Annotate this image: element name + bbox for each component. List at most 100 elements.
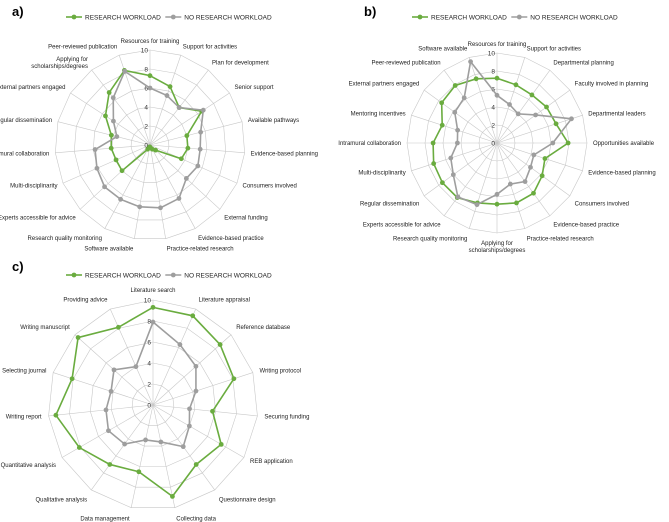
panel-letter: a)	[12, 4, 24, 19]
data-point	[193, 462, 199, 467]
grid-spoke	[443, 70, 498, 144]
data-point	[528, 164, 533, 170]
grid-spoke	[496, 70, 551, 144]
grid-spoke	[55, 144, 151, 154]
axis-label: Peer-reviewed publication	[372, 60, 441, 66]
axis-label: External partners engaged	[0, 85, 65, 91]
axis-label: Resources for training	[468, 42, 527, 48]
data-point	[133, 364, 139, 370]
data-point	[150, 319, 156, 325]
data-point	[108, 145, 114, 151]
data-point	[143, 437, 148, 443]
axis-label: Consumers involved	[575, 201, 629, 207]
series-line-no-research	[94, 70, 205, 209]
grid-spoke	[152, 372, 253, 406]
axis-label: Regular dissemination	[360, 201, 419, 207]
axis-label: Writing report	[6, 415, 42, 421]
data-point	[75, 335, 81, 340]
data-point	[494, 201, 500, 207]
data-point	[53, 412, 59, 418]
grid-spoke	[48, 404, 154, 417]
axis-label: Evidence-based planning	[588, 171, 655, 177]
axis-label: Multi-disciplinarity	[10, 184, 57, 190]
data-point	[122, 68, 128, 74]
data-point	[167, 84, 173, 89]
grid-spoke	[149, 144, 245, 154]
data-point	[544, 104, 549, 110]
data-point	[111, 367, 117, 373]
grid-ring	[130, 125, 170, 165]
axis-label: Evidence-based planning	[251, 151, 318, 157]
grid-spoke	[62, 144, 151, 184]
data-point	[231, 376, 237, 382]
axis-label: Consumers involved	[242, 184, 296, 190]
axis-label: Mentoring incentives	[351, 111, 406, 117]
data-point	[116, 324, 121, 330]
grid-spoke	[130, 404, 154, 508]
grid-spoke	[496, 89, 570, 144]
data-point	[136, 469, 142, 475]
grid-ring	[48, 299, 258, 509]
tick-label: 0	[144, 143, 148, 150]
axis-label: Literature search	[130, 288, 175, 294]
data-point	[111, 118, 116, 124]
grid-spoke	[53, 372, 154, 406]
data-point	[452, 83, 458, 88]
tick-label: 4	[144, 105, 148, 112]
grid-ring	[90, 341, 216, 467]
data-point	[180, 444, 186, 450]
panel-letter: c)	[12, 259, 24, 274]
data-point	[539, 173, 545, 179]
data-point	[455, 140, 460, 146]
tick-label: 2	[147, 382, 151, 389]
data-point	[145, 146, 151, 152]
grid-spoke	[149, 144, 166, 239]
axis-label: Practice-related research	[167, 247, 234, 253]
axis-label: Software available	[418, 47, 468, 53]
axis-label: Regular dissemination	[0, 118, 52, 124]
data-point	[218, 441, 224, 447]
data-point	[177, 342, 183, 347]
grid-spoke	[110, 308, 154, 406]
data-point	[507, 102, 512, 107]
data-point	[430, 140, 436, 146]
legend-entry: RESEARCH WORKLOAD	[431, 14, 507, 21]
data-point	[494, 191, 500, 197]
axis-label: Reference database	[236, 325, 291, 331]
data-point	[533, 112, 538, 118]
tick-label: 6	[147, 340, 151, 347]
data-point	[193, 388, 199, 394]
data-point	[107, 462, 113, 467]
data-point	[529, 92, 535, 98]
axis-label: Support for activities	[183, 44, 237, 50]
data-point	[468, 59, 473, 65]
data-point	[531, 152, 537, 158]
axis-label: Departmental leaders	[588, 111, 645, 117]
axis-label: Experts accessible for advice	[363, 223, 441, 229]
axis-label: Research quality monitoring	[28, 236, 102, 242]
axis-label: Experts accessible for advice	[0, 215, 76, 221]
data-point	[147, 73, 153, 79]
grid-ring	[73, 68, 227, 221]
tick-label: 0	[147, 403, 151, 410]
axis-label: Collecting data	[176, 517, 216, 522]
data-point	[439, 180, 445, 186]
data-point	[431, 161, 437, 166]
grid-ring	[131, 383, 175, 426]
axis-label: Opportunities available	[593, 141, 655, 147]
grid-spoke	[149, 92, 230, 146]
legend-marker	[170, 272, 176, 278]
data-point	[113, 157, 119, 163]
data-point	[178, 156, 184, 162]
data-point	[110, 95, 116, 101]
data-point	[92, 147, 98, 152]
data-point	[114, 134, 120, 140]
data-point	[186, 423, 192, 429]
axis-label: Peer-reviewed publication	[48, 44, 117, 50]
data-point	[147, 85, 153, 91]
